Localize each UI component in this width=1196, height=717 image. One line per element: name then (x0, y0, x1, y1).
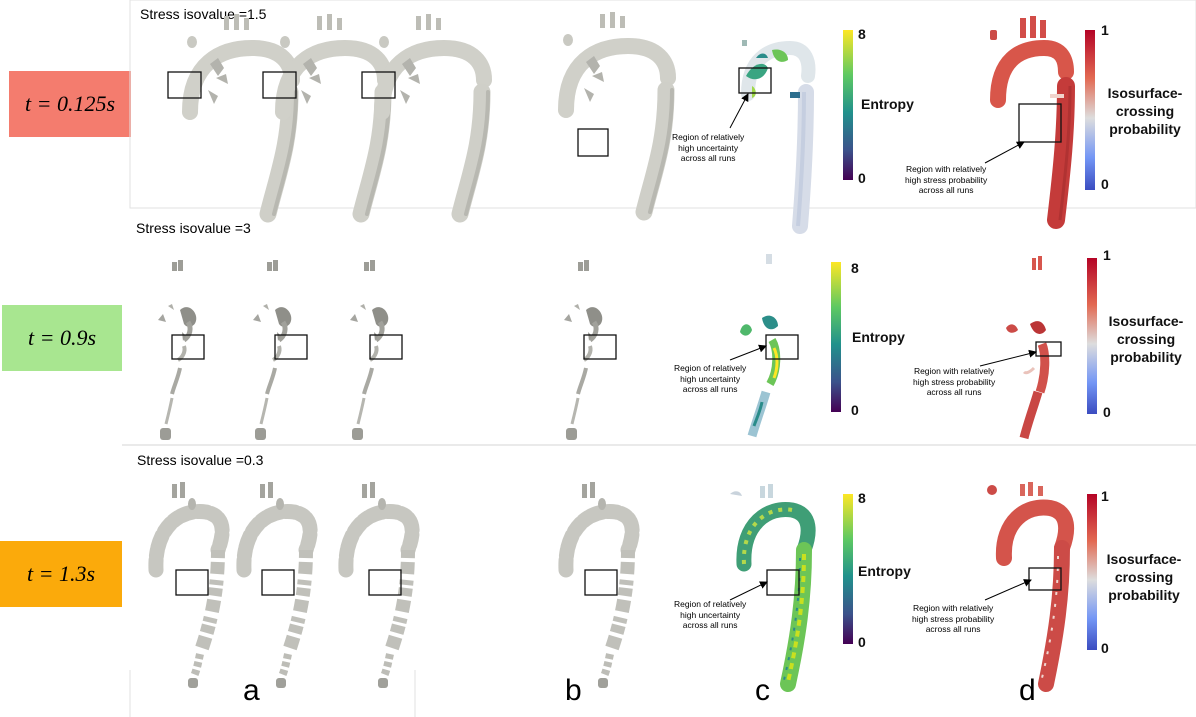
column-label-c: c (755, 674, 770, 707)
probability-colorbar-row-1 (1085, 30, 1095, 190)
row-1-frame (129, 0, 1196, 209)
entropy-colorbar-row-2 (831, 262, 841, 412)
probability-min-row-2: 0 (1103, 404, 1111, 420)
aorta-surface (379, 14, 488, 214)
row-3-ensemble-members (156, 482, 412, 688)
isovalue-title-row-3: Stress isovalue =0.3 (137, 452, 264, 468)
entropy-max-row-3: 8 (858, 490, 866, 506)
row-2-ensemble-members (158, 260, 403, 440)
entropy-label-row-3: Entropy (858, 563, 911, 579)
entropy-max-row-2: 8 (851, 260, 859, 276)
probability-label-row-1: Isosurface- crossing probability (1107, 85, 1183, 137)
entropy-min-row-3: 0 (858, 634, 866, 650)
entropy-min-row-1: 0 (858, 170, 866, 186)
row-3-probability (985, 482, 1066, 684)
probability-min-row-3: 0 (1101, 640, 1109, 656)
entropy-label-row-1: Entropy (861, 96, 914, 112)
probability-colorbar-row-2 (1087, 258, 1097, 414)
probability-max-row-1: 1 (1101, 22, 1109, 38)
probability-min-row-1: 0 (1101, 176, 1109, 192)
entropy-annotation-row-2: Region of relatively high uncertainty ac… (674, 363, 747, 394)
entropy-colorbar-row-1 (843, 30, 853, 180)
time-label-row-1: t = 0.125s (9, 71, 131, 137)
row-2-probability (979, 256, 1062, 438)
entropy-annotation-row-1: Region of relatively high uncertainty ac… (672, 132, 745, 163)
row-1-entropy (729, 40, 808, 226)
column-label-a: a (243, 674, 260, 707)
entropy-max-row-1: 8 (858, 26, 866, 42)
row-3-mean-field (566, 482, 632, 688)
probability-max-row-3: 1 (1101, 488, 1109, 504)
row-1-ensemble-members (167, 14, 488, 214)
probability-label-row-2: Isosurface- crossing probability (1108, 313, 1184, 365)
column-label-d: d (1019, 674, 1036, 707)
probability-label-row-3: Isosurface- crossing probability (1106, 551, 1182, 603)
probability-annotation-row-2: Region with relatively high stress proba… (913, 366, 996, 397)
time-label-row-2: t = 0.9s (2, 305, 122, 371)
row-2-mean-field (564, 260, 617, 440)
probability-max-row-2: 1 (1103, 247, 1111, 263)
row-1-mean-field (563, 12, 672, 212)
probability-colorbar-row-3 (1087, 494, 1097, 650)
row-1-probability (985, 16, 1070, 220)
probability-annotation-row-3: Region with relatively high stress proba… (912, 603, 995, 634)
entropy-label-row-2: Entropy (852, 329, 905, 345)
time-label-row-3: t = 1.3s (0, 541, 122, 607)
entropy-annotation-row-3: Region of relatively high uncertainty ac… (674, 599, 747, 630)
entropy-min-row-2: 0 (851, 402, 859, 418)
probability-annotation-row-1: Region with relatively high stress proba… (905, 164, 988, 195)
column-label-b: b (565, 674, 582, 707)
row-2-entropy (729, 254, 799, 436)
entropy-colorbar-row-3 (843, 494, 853, 644)
row-3-entropy (730, 484, 808, 684)
isovalue-title-row-2: Stress isovalue =3 (136, 220, 251, 236)
